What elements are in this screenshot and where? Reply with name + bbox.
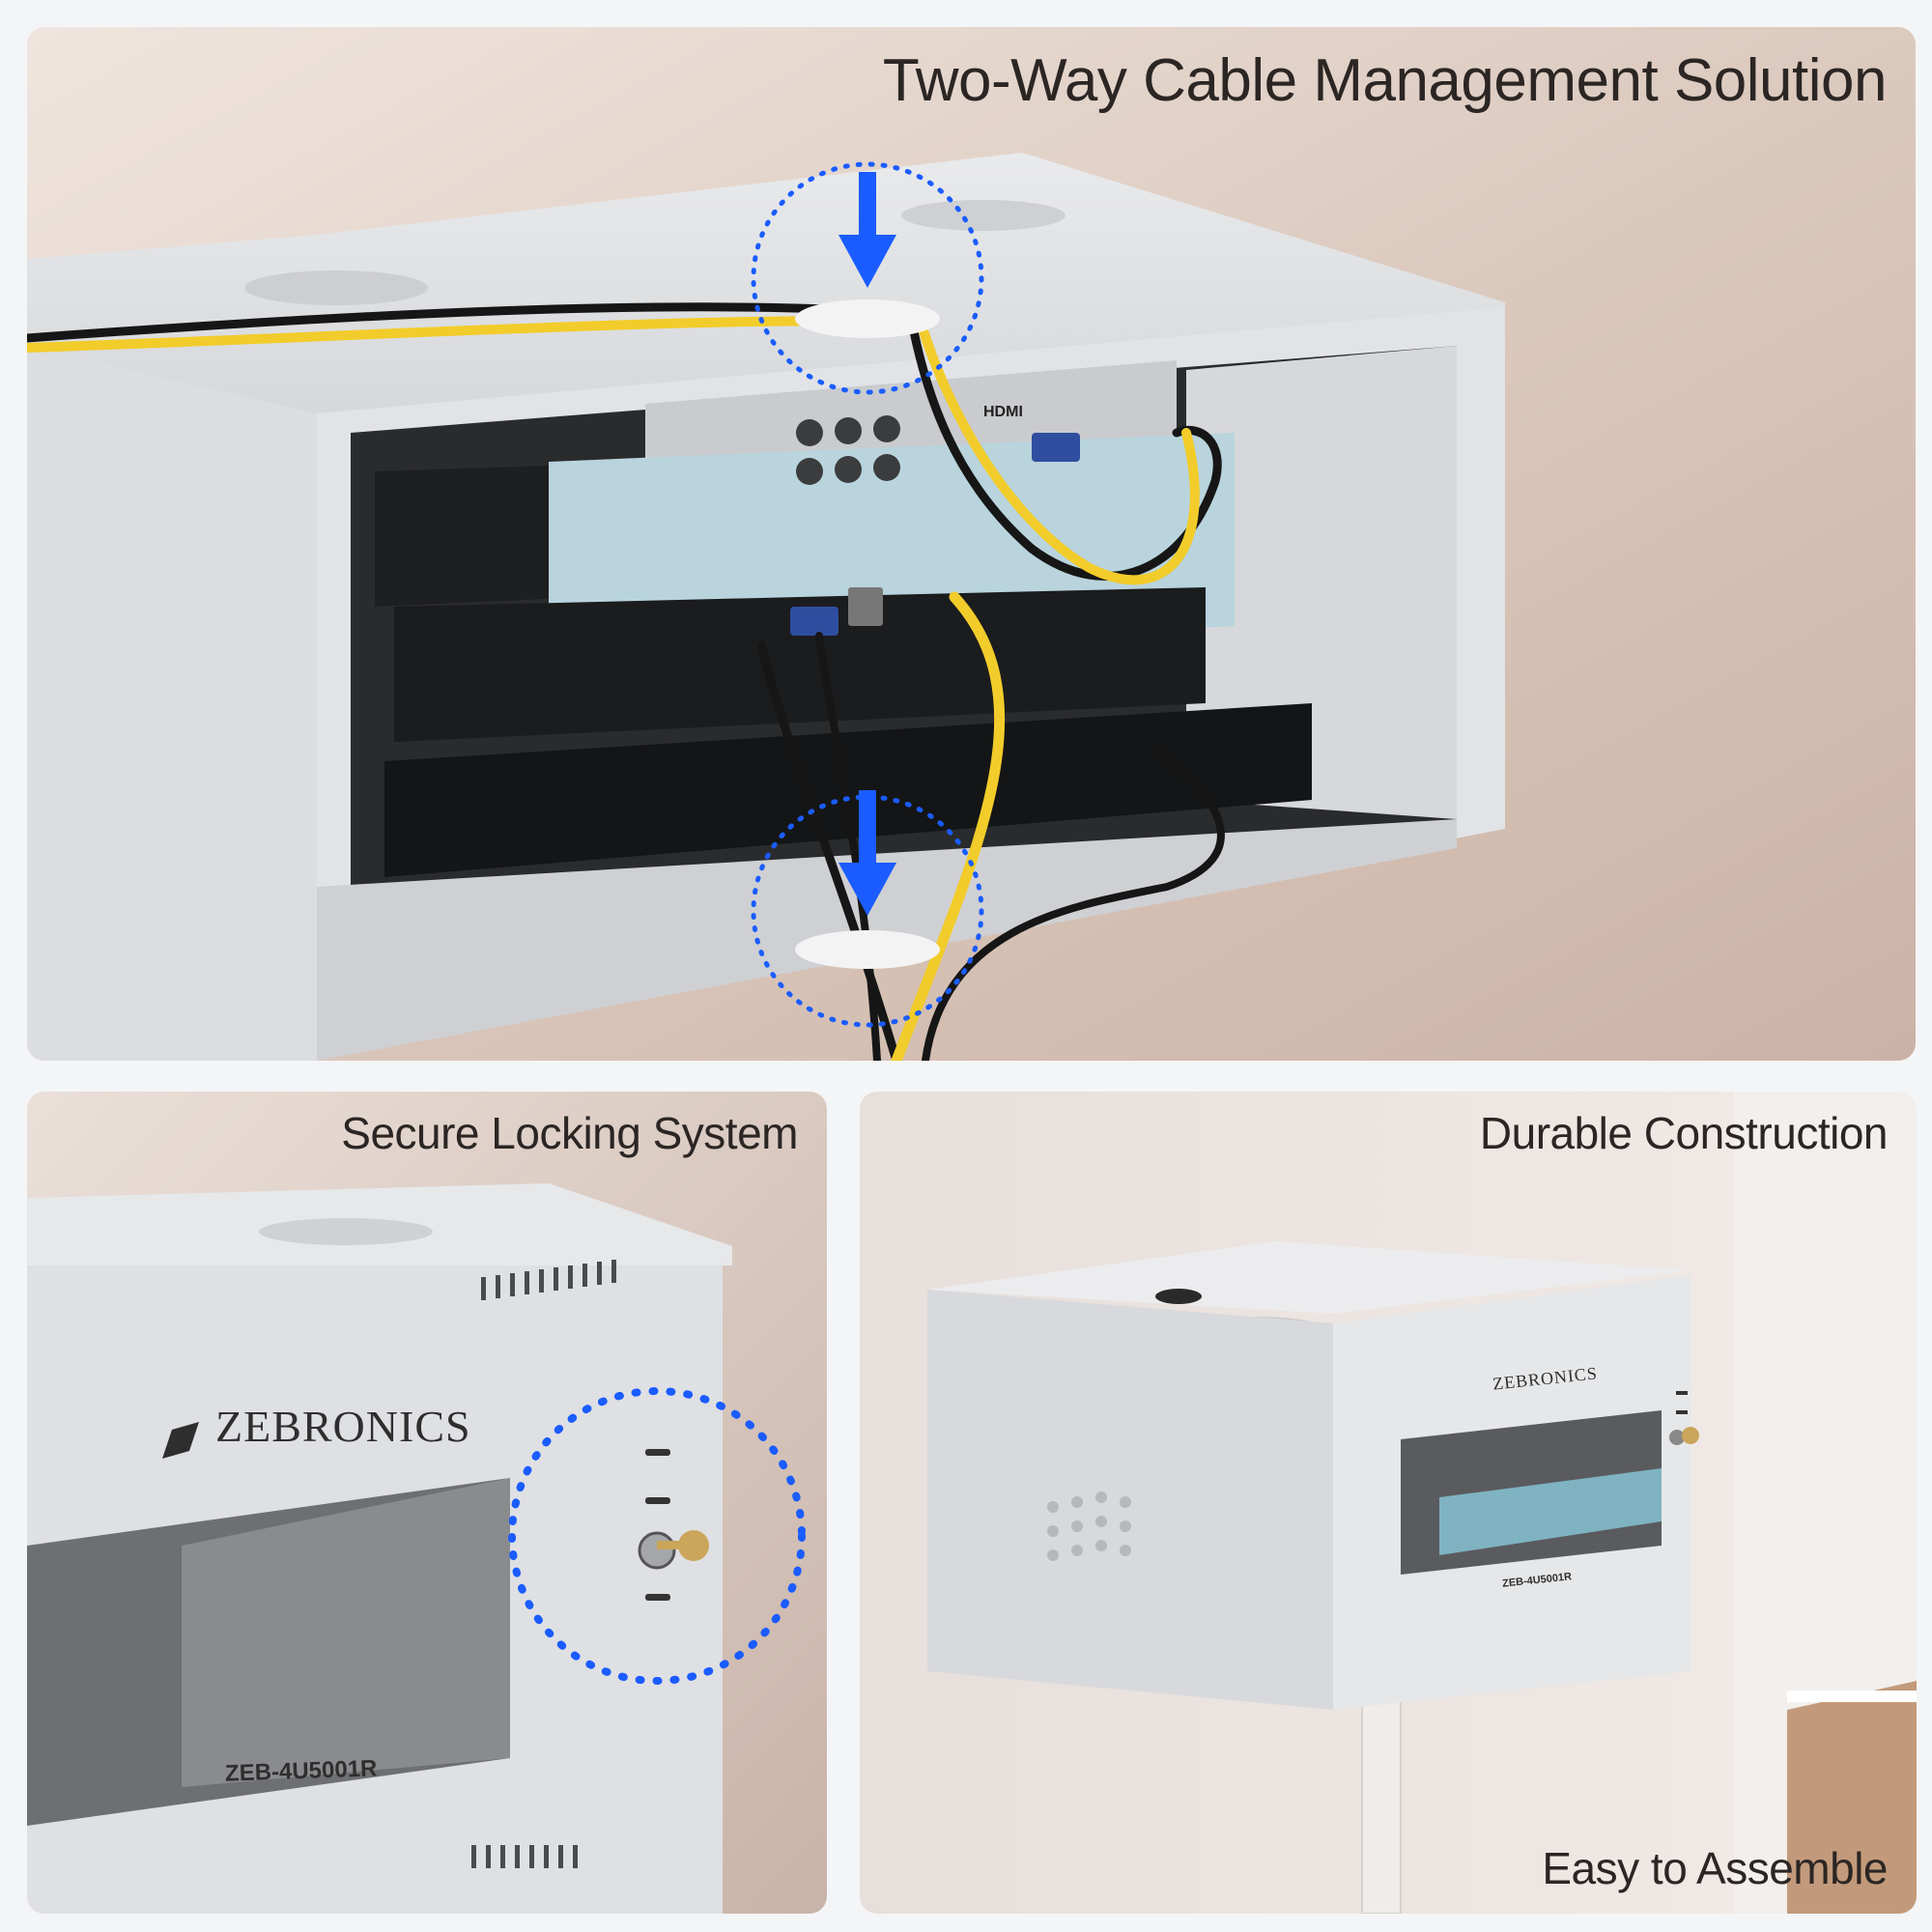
construction-illustration	[860, 1092, 1917, 1914]
zebronics-logo-icon	[162, 1422, 199, 1459]
bottom-vents	[471, 1845, 578, 1868]
hdmi-label: HDMI	[983, 404, 1023, 420]
lock-slots	[1676, 1391, 1688, 1414]
mount-rail	[1361, 1690, 1402, 1914]
top-cable-cutout	[1155, 1289, 1202, 1304]
side-vents	[1047, 1492, 1131, 1561]
top-caption: Two-Way Cable Management Solution	[882, 47, 1888, 114]
model-prefix: ZEB-	[224, 1758, 280, 1787]
key-icon	[657, 1530, 709, 1561]
dotted-ring-icon	[508, 1387, 806, 1685]
brand-name: ZEBRONICS	[215, 1402, 471, 1451]
down-arrow-icon	[838, 172, 896, 288]
dotted-ring-icon	[751, 794, 984, 1028]
cable-management-panel: HDMI Two-Way Cable Management Solutio	[27, 27, 1916, 1061]
locking-panel: Secure Locking System ZEBRONICS ZEB-4U50…	[27, 1092, 827, 1914]
down-arrow-icon	[838, 790, 896, 916]
inner-side-wall	[1186, 346, 1457, 819]
key-lock	[638, 1531, 676, 1570]
dotted-ring-icon	[751, 161, 984, 395]
enclosure-top	[27, 153, 1505, 452]
enclosure-top	[927, 1241, 1690, 1314]
construction-caption: Durable Construction	[1479, 1108, 1889, 1158]
front-window-inner	[182, 1478, 510, 1787]
model-label: ZEB-4U5001R	[225, 1755, 378, 1787]
wood-floor	[1787, 1681, 1917, 1914]
top-cable-cutout	[795, 299, 940, 338]
upper-vents	[481, 1260, 616, 1300]
top-vents	[259, 1218, 433, 1245]
model-number: 4U5001R	[278, 1755, 378, 1785]
assembly-caption: Easy to Assemble	[1542, 1843, 1888, 1893]
lock-slots	[645, 1449, 670, 1601]
key-icon	[1669, 1427, 1699, 1445]
cable-management-illustration: HDMI	[27, 27, 1916, 1061]
locking-illustration	[27, 1092, 827, 1914]
bottom-cable-cutout	[795, 930, 940, 969]
locking-caption: Secure Locking System	[341, 1108, 798, 1158]
device-ports	[790, 415, 1080, 636]
construction-panel: Durable Construction Easy to Assemble ZE…	[860, 1092, 1917, 1914]
enclosure-left-side	[27, 346, 317, 1061]
poe-switch-ports	[1439, 1468, 1662, 1555]
top-vents	[244, 200, 1065, 305]
baseboard	[1787, 1690, 1917, 1702]
